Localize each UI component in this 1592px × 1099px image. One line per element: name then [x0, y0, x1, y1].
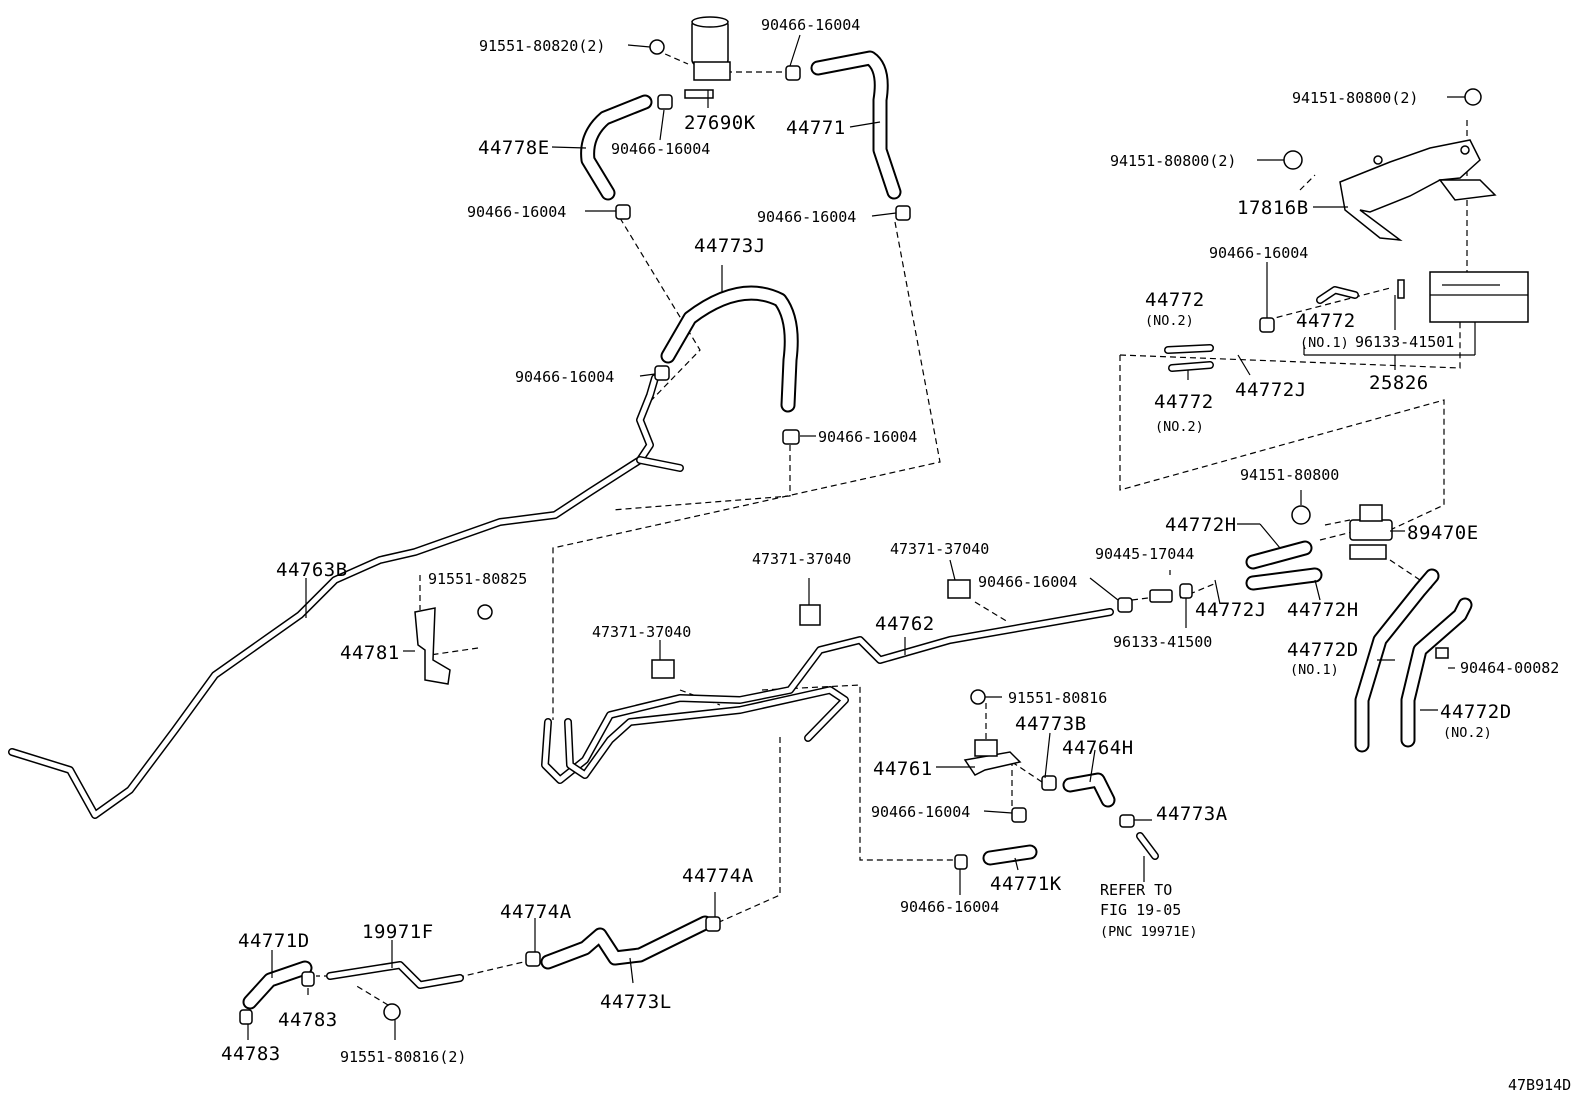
- label-90466-bot1: 90466-16004: [871, 803, 970, 821]
- label-44773A: 44773A: [1156, 803, 1228, 825]
- label-94151-80800a: 94151-80800(2): [1292, 89, 1418, 107]
- hose-44773L: [540, 915, 713, 970]
- label-44772-b: 44772: [1296, 310, 1356, 332]
- label-47371-b: 47371-37040: [890, 540, 989, 558]
- label-44772D-a-sub: (NO.1): [1290, 662, 1339, 678]
- label-90466-left1: 90466-16004: [467, 203, 566, 221]
- label-89470E: 89470E: [1407, 522, 1479, 544]
- label-27690K: 27690K: [684, 112, 756, 134]
- label-90466-left2: 90466-16004: [515, 368, 614, 386]
- clamps: [239, 65, 1275, 1025]
- label-90466-bot2: 90466-16004: [900, 898, 999, 916]
- bracket-44761: [963, 739, 1022, 776]
- hose-44772-no2: [1164, 344, 1214, 372]
- label-94151-80800b: 94151-80800(2): [1110, 152, 1236, 170]
- label-25826: 25826: [1369, 372, 1429, 394]
- label-44772-c: 44772: [1154, 391, 1214, 413]
- hose-44772D-no1: [1354, 568, 1440, 753]
- label-90466-top1: 90466-16004: [761, 16, 860, 34]
- label-96133-41500: 96133-41500: [1113, 633, 1212, 651]
- label-refer-fig: FIG 19-05: [1100, 901, 1181, 919]
- label-44771K: 44771K: [990, 873, 1062, 895]
- label-44772D-b: 44772D: [1440, 701, 1512, 723]
- label-90445-17044: 90445-17044: [1095, 545, 1194, 563]
- label-refer-to: REFER TO: [1100, 881, 1172, 899]
- label-44772H-a: 44772H: [1165, 514, 1237, 536]
- vsv-27690K: [684, 16, 731, 99]
- label-44774A-b: 44774A: [500, 901, 572, 923]
- label-91551-80816-2: 91551-80816(2): [340, 1048, 466, 1066]
- hose-44772-no1: [1316, 286, 1359, 304]
- label-90466-pipe: 90466-16004: [978, 573, 1077, 591]
- label-44772J-a: 44772J: [1235, 379, 1307, 401]
- label-44781: 44781: [340, 642, 400, 664]
- hose-44772D-no2: [1400, 597, 1473, 748]
- hose-44778E: [580, 94, 653, 201]
- figure-id: 47B914D: [1508, 1076, 1571, 1094]
- label-44773J: 44773J: [694, 235, 766, 257]
- label-44771D: 44771D: [238, 930, 310, 952]
- label-44778E: 44778E: [478, 137, 550, 159]
- label-44772-c-sub: (NO.2): [1155, 419, 1204, 435]
- label-91551-80816: 91551-80816: [1008, 689, 1107, 707]
- label-44773L: 44773L: [600, 991, 672, 1013]
- hose-44763B: [8, 374, 684, 819]
- hose-44771K: [982, 844, 1038, 866]
- pipe-44773A: [1136, 832, 1159, 860]
- hose-44771: [810, 50, 902, 200]
- label-44773B: 44773B: [1015, 713, 1087, 735]
- label-44772D-b-sub: (NO.2): [1443, 725, 1492, 741]
- hose-44772H: [1245, 540, 1323, 591]
- pipe-44762: [541, 608, 1114, 784]
- label-90464-00082: 90464-00082: [1460, 659, 1559, 677]
- label-44772J-b: 44772J: [1195, 599, 1267, 621]
- label-44764H: 44764H: [1062, 737, 1134, 759]
- label-90466-right: 90466-16004: [1209, 244, 1308, 262]
- label-44761: 44761: [873, 758, 933, 780]
- label-90466-mid1: 90466-16004: [757, 208, 856, 226]
- label-19971F: 19971F: [362, 921, 434, 943]
- label-44763B: 44763B: [276, 559, 348, 581]
- label-47371-a: 47371-37040: [752, 550, 851, 568]
- label-44774A-a: 44774A: [682, 865, 754, 887]
- pipe-19971F: [326, 961, 464, 989]
- label-44772H-b: 44772H: [1287, 599, 1359, 621]
- label-17816B: 17816B: [1237, 197, 1309, 219]
- label-44783-b: 44783: [221, 1043, 281, 1065]
- hose-44764H: [1062, 772, 1116, 808]
- label-94151-80800c: 94151-80800: [1240, 466, 1339, 484]
- pipe-clamps-47371: [651, 579, 971, 679]
- vsv-89470E: [1349, 504, 1393, 560]
- label-44772-b-sub: (NO.1): [1300, 335, 1349, 351]
- label-44772-a: 44772: [1145, 289, 1205, 311]
- bracket-44781: [414, 607, 451, 685]
- canister-25826: [1429, 271, 1529, 323]
- label-90466-top2: 90466-16004: [611, 140, 710, 158]
- leader-lines: [247, 34, 1476, 1040]
- label-47371-c: 47371-37040: [592, 623, 691, 641]
- part-labels: 91551-80820(2) 90466-16004 27690K 90466-…: [221, 16, 1571, 1094]
- label-44772-a-sub: (NO.2): [1145, 313, 1194, 329]
- hose-44773J: [660, 285, 799, 413]
- label-96133-41501: 96133-41501: [1355, 333, 1454, 351]
- label-90466-mid2: 90466-16004: [818, 428, 917, 446]
- label-refer-pnc: (PNC 19971E): [1100, 924, 1198, 940]
- hose-44771D: [242, 960, 313, 1010]
- bracket-17816B: [1339, 139, 1497, 242]
- label-44772D-a: 44772D: [1287, 639, 1359, 661]
- label-91551-80825: 91551-80825: [428, 570, 527, 588]
- label-91551-80820: 91551-80820(2): [479, 37, 605, 55]
- label-44762: 44762: [875, 613, 935, 635]
- label-44783-a: 44783: [278, 1009, 338, 1031]
- bolts: [383, 39, 1482, 1021]
- label-44771: 44771: [786, 117, 846, 139]
